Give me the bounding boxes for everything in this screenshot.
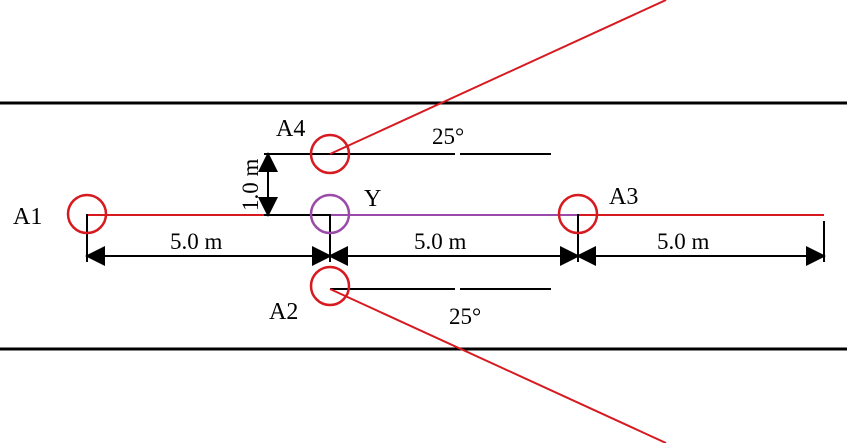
- lower-25-degree-ray: [329, 288, 667, 443]
- middle-span-label: 5.0 m: [414, 229, 467, 254]
- a4-circle: [309, 133, 351, 175]
- upper-angle-label: 25°: [432, 124, 464, 149]
- upper-25-degree-ray: [329, 0, 667, 155]
- a2-circle: [309, 265, 351, 307]
- left-span-label: 5.0 m: [170, 229, 223, 254]
- a4-label: A4: [276, 116, 305, 142]
- vertical-offset-label: 1.0 m: [238, 159, 263, 212]
- a1-circle: [66, 193, 108, 235]
- y-circle: [309, 193, 351, 235]
- right-span-label: 5.0 m: [657, 229, 710, 254]
- a3-label: A3: [609, 184, 638, 210]
- a3-circle: [557, 193, 599, 235]
- a1-label: A1: [13, 204, 42, 230]
- lower-angle-label: 25°: [449, 304, 481, 329]
- y-label: Y: [364, 186, 381, 212]
- a2-label: A2: [269, 299, 298, 325]
